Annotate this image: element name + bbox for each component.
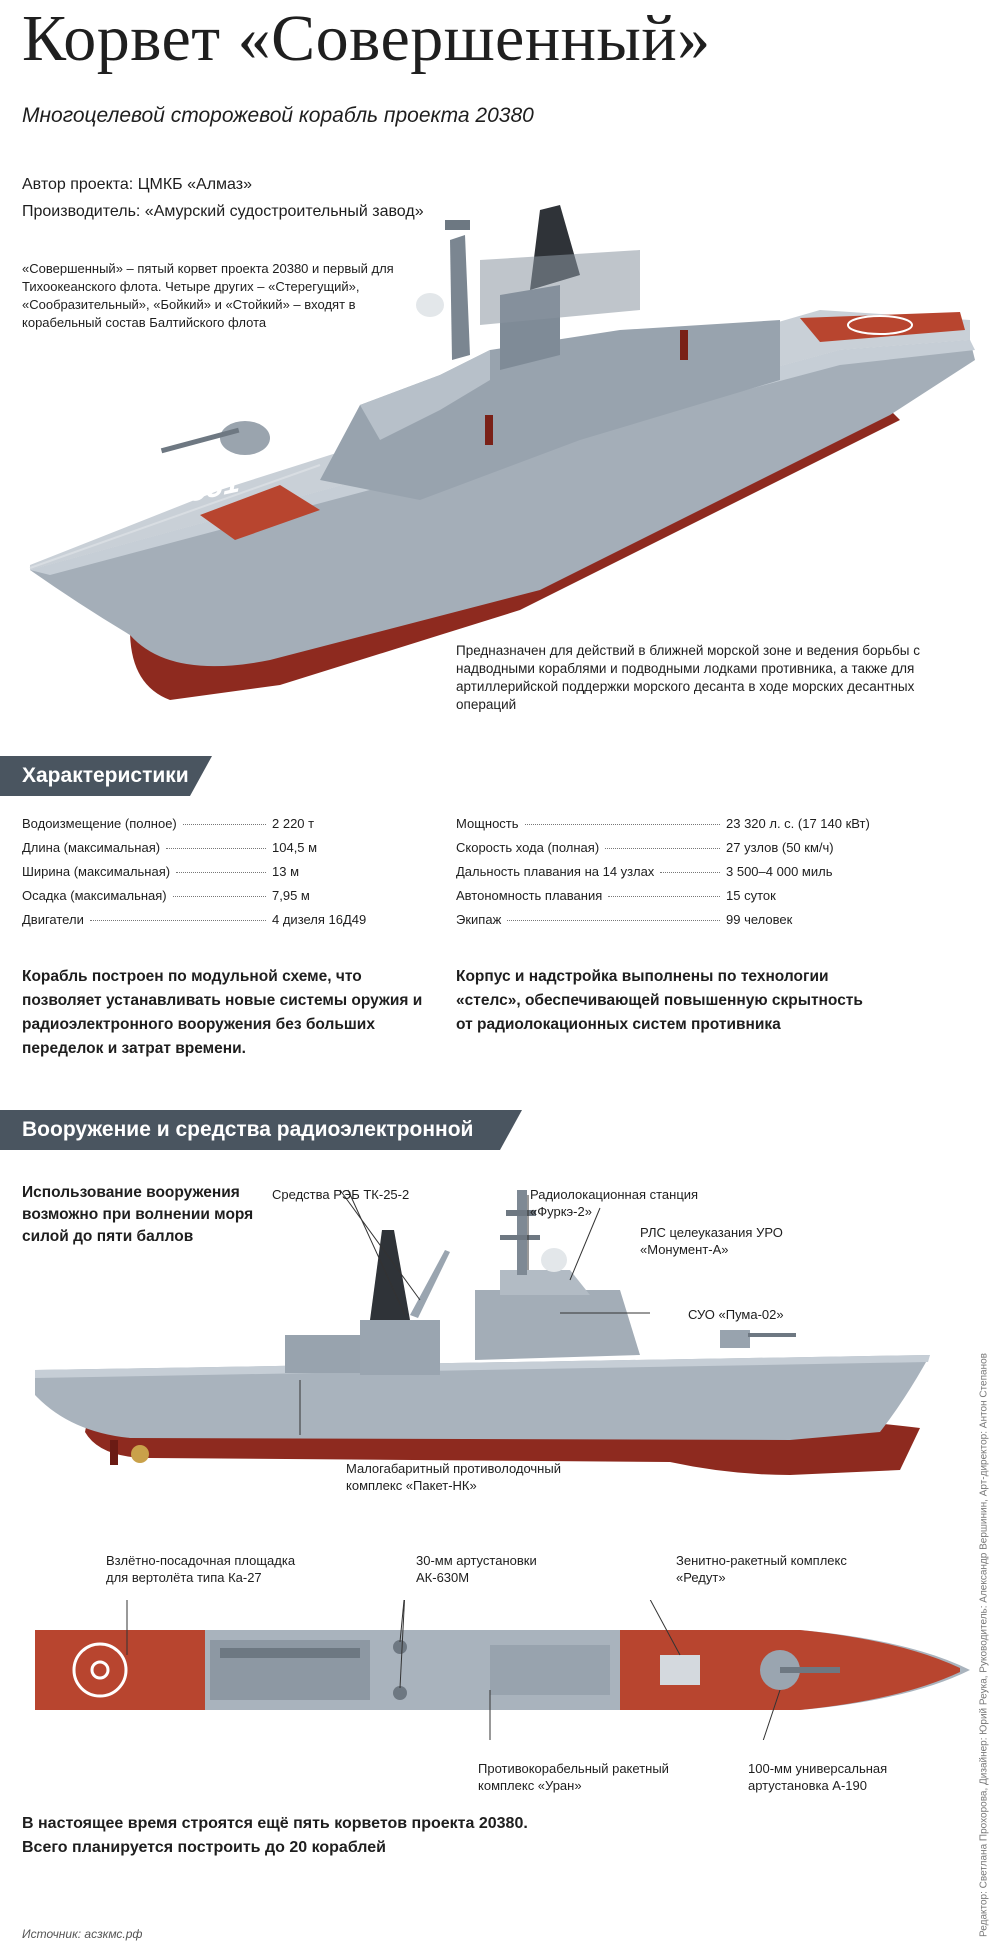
profile-hull (35, 1355, 930, 1440)
spec-leader (182, 824, 266, 825)
spec-leader (89, 920, 266, 921)
spec-value: 3 500–4 000 миль (726, 864, 833, 879)
credits-text: Редактор: Светлана Прохорова, Дизайнер: … (978, 1353, 990, 1937)
spec-label: Длина (максимальная) (22, 840, 161, 855)
spec-label: Осадка (максимальная) (22, 888, 167, 903)
callout-sam: Зенитно-ракетный комплекс «Редут» (676, 1553, 847, 1585)
footer-line-1: В настоящее время строятся ещё пять корв… (22, 1815, 528, 1832)
callout-fcs: СУО «Пума-02» (688, 1307, 784, 1322)
spec-row: Экипаж 99 человек (456, 912, 876, 936)
helipad-circle (72, 1642, 128, 1698)
spec-value: 4 дизеля 16Д49 (272, 912, 367, 927)
specs-left: Водоизмещение (полное) 2 220 т Длина (макс… (22, 816, 422, 936)
spec-row: Водоизмещение (полное) 2 220 т (22, 816, 422, 840)
callout-asw: Малогабаритный противолодочный комплекс … (346, 1461, 561, 1493)
ship-top-view (35, 1600, 970, 1740)
spec-label: Водоизмещение (полное) (22, 816, 177, 831)
spec-row: Мощность 23 320 л. с. (17 140 кВт) (456, 816, 876, 840)
ship-hull-upper (30, 340, 975, 667)
spec-row: Ширина (максимальная) 13 м (22, 864, 422, 888)
project-author: Автор проекта: ЦМКБ «Алмаз» (22, 176, 252, 193)
spec-leader (608, 896, 720, 897)
spec-value: 15 суток (726, 888, 776, 903)
ship-perspective-illustration: 531 (29, 205, 975, 700)
callout-ew: Средства РЭБ ТК-25-2 (272, 1187, 410, 1202)
footer-line-2: Всего планируется построить до 20 корабл… (22, 1839, 386, 1856)
spec-label: Мощность (456, 816, 519, 831)
sea-state-note: Использование вооружения возможно при во… (22, 1184, 254, 1245)
source-note: Источник: асзкмс.рф (22, 1927, 143, 1941)
callout-ssm: Противокорабельный ракетный комплекс «Ур… (478, 1761, 669, 1793)
spec-label: Ширина (максимальная) (22, 864, 171, 879)
spec-value: 23 320 л. с. (17 140 кВт) (726, 816, 870, 831)
spec-row: Длина (максимальная) 104,5 м (22, 840, 422, 864)
spec-row: Скорость хода (полная) 27 узлов (50 км/ч) (456, 840, 876, 864)
callout-ciws: 30-мм артустановки АК-630М (416, 1553, 537, 1585)
footer-note: В настоящее время строятся ещё пять корв… (22, 1812, 528, 1860)
spec-leader (172, 896, 266, 897)
project-maker: Производитель: «Амурский судостроительны… (22, 203, 424, 220)
spec-leader (166, 848, 266, 849)
spec-row: Дальность плавания на 14 узлах 3 500–4 00… (456, 864, 876, 888)
callout-radar-furke: Радиолокационная станция «Фуркэ-2» (530, 1187, 699, 1219)
page-subtitle: Многоцелевой сторожевой корабль проекта … (22, 104, 534, 127)
purpose-text: Предназначен для действий в ближней морс… (456, 643, 920, 712)
ship-side-profile (35, 1189, 930, 1475)
page-title: Корвет «Совершенный» (22, 2, 711, 75)
spec-row: Двигатели 4 дизеля 16Д49 (22, 912, 422, 936)
spec-value: 27 узлов (50 км/ч) (726, 840, 834, 855)
spec-label: Дальность плавания на 14 узлах (456, 864, 655, 879)
ship-mast (450, 235, 470, 360)
spec-row: Автономность плавания 15 суток (456, 888, 876, 912)
intro-text: «Совершенный» – пятый корвет проекта 203… (22, 261, 394, 330)
spec-label: Двигатели (22, 912, 84, 927)
spec-label: Скорость хода (полная) (456, 840, 600, 855)
spec-label: Экипаж (456, 912, 502, 927)
spec-row: Осадка (максимальная) 7,95 м (22, 888, 422, 912)
spec-value: 99 человек (726, 912, 793, 927)
callout-gun: 100-мм универсальная артустановка А-190 (748, 1761, 888, 1793)
specs-header: Характеристики (0, 756, 212, 796)
spec-value: 13 м (272, 864, 300, 879)
credits-vertical: Редактор: Светлана Прохорова, Дизайнер: … (976, 1340, 992, 1950)
spec-label: Автономность плавания (456, 888, 603, 903)
weapons-header: Вооружение и средства радиоэлектронной б… (0, 1110, 522, 1181)
spec-value: 7,95 м (272, 888, 310, 903)
spec-leader (660, 872, 720, 873)
note-stealth: Корпус и надстройка выполнены по техноло… (456, 968, 863, 1033)
spec-value: 2 220 т (272, 816, 315, 831)
spec-leader (176, 872, 266, 873)
specs-right: Мощность 23 320 л. с. (17 140 кВт) Скорост… (456, 816, 876, 936)
spec-leader (605, 848, 720, 849)
callout-radar-monument: РЛС целеуказания УРО «Монумент-А» (640, 1225, 783, 1257)
spec-leader (507, 920, 720, 921)
note-modular: Корабль построен по модульной схеме, что… (22, 968, 423, 1057)
ship-superstructure (320, 320, 780, 500)
spec-value: 104,5 м (272, 840, 318, 855)
spec-leader (524, 824, 720, 825)
callout-helipad: Взлётно-посадочная площадка для вертолёт… (106, 1553, 296, 1585)
